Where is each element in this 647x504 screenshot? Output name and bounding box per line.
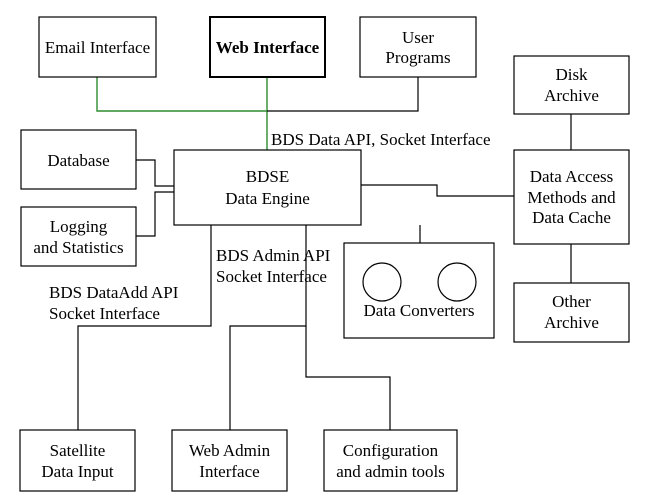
satellite-link xyxy=(77,225,212,430)
database-link xyxy=(136,159,174,187)
node-label: Logging xyxy=(50,217,108,236)
email-link xyxy=(96,77,267,112)
data-access-link xyxy=(361,184,514,197)
node-satellite-input: Satellite Data Input xyxy=(19,429,136,492)
node-label: Database xyxy=(47,151,109,170)
node-label: Web Admin xyxy=(189,441,271,460)
node-label: Satellite xyxy=(50,441,106,460)
admin-api-label: BDS Admin API xyxy=(216,246,331,265)
node-label: Data Cache xyxy=(532,208,611,227)
node-label: Data Converters xyxy=(364,301,475,320)
node-database: Database xyxy=(20,129,137,190)
converter-circle xyxy=(437,262,477,302)
node-label: Methods and xyxy=(527,188,616,207)
node-web-interface: Web Interface xyxy=(209,16,326,78)
node-web-admin: Web Admin Interface xyxy=(171,429,288,492)
web-admin-link xyxy=(229,225,307,430)
node-user-programs: User Programs xyxy=(359,16,477,78)
node-data-converters: Data Converters xyxy=(343,242,495,339)
node-label: User xyxy=(402,28,434,47)
converter-circle xyxy=(362,262,402,302)
node-label: Data Input xyxy=(41,462,114,481)
node-data-engine: BDSE Data Engine xyxy=(173,149,362,226)
node-label: Web Interface xyxy=(216,38,320,57)
node-data-access: Data Access Methods and Data Cache xyxy=(513,149,630,245)
node-label: Programs xyxy=(385,48,450,67)
node-label: Interface xyxy=(199,462,259,481)
node-label: Email Interface xyxy=(45,38,150,57)
node-config-tools: Configuration and admin tools xyxy=(323,429,458,492)
node-logging-statistics: Logging and Statistics xyxy=(20,206,137,267)
node-label: Archive xyxy=(544,313,599,332)
dataadd-api-label: BDS DataAdd API xyxy=(49,283,179,302)
connectors xyxy=(77,77,572,430)
node-label: BDSE xyxy=(246,167,289,186)
user-programs-link xyxy=(267,77,419,112)
dataadd-api-label: Socket Interface xyxy=(49,304,160,323)
data-api-label: BDS Data API, Socket Interface xyxy=(271,130,491,149)
config-tools-link xyxy=(305,326,391,430)
node-label: Archive xyxy=(544,86,599,105)
admin-api-label: Socket Interface xyxy=(216,267,327,286)
node-label: Configuration xyxy=(343,441,439,460)
node-label: and Statistics xyxy=(33,238,123,257)
logging-link xyxy=(136,191,174,237)
node-label: and admin tools xyxy=(336,462,445,481)
node-email-interface: Email Interface xyxy=(38,16,157,78)
node-label: Other xyxy=(552,292,591,311)
node-other-archive: Other Archive xyxy=(513,282,630,343)
node-label: Data Access xyxy=(530,167,614,186)
node-label: Disk xyxy=(555,65,588,84)
node-disk-archive: Disk Archive xyxy=(513,55,630,115)
node-label: Data Engine xyxy=(225,189,310,208)
